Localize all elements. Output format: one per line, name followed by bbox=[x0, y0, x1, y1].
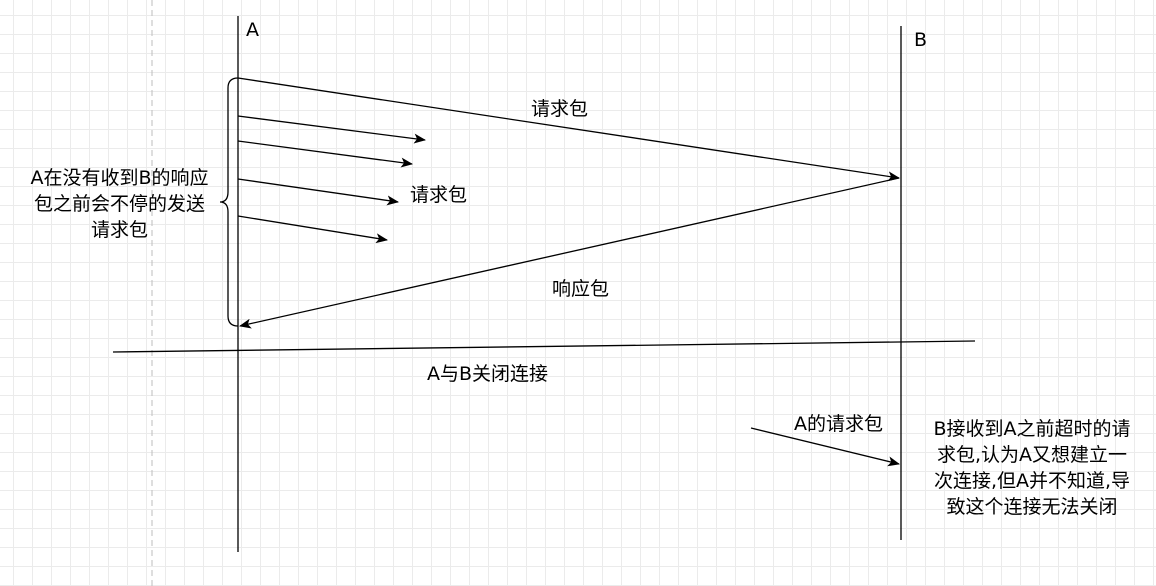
close-connection-label: A与B关闭连接 bbox=[427, 363, 549, 385]
node-a-label: A bbox=[246, 19, 259, 41]
right-note: B接收到A之前超时的请 求包,认为A又想建立一 次连接,但A并不知道,导 致这个… bbox=[933, 418, 1131, 518]
request-arrow-short-2 bbox=[237, 140, 413, 168]
request-arrow-short-3 bbox=[237, 178, 399, 206]
a-request-packet-label: A的请求包 bbox=[794, 413, 883, 435]
request-arrow-short-4 bbox=[237, 215, 388, 244]
node-b-label: B bbox=[914, 29, 928, 51]
close-line bbox=[112, 340, 976, 353]
response-packet-label: 响应包 bbox=[552, 278, 610, 300]
delayed-request-arrow bbox=[750, 427, 900, 467]
response-arrow bbox=[239, 177, 900, 329]
left-note: A在没有收到B的响应 包之前会不停的发送 请求包 bbox=[30, 167, 209, 241]
request-packet-label: 请求包 bbox=[531, 98, 589, 120]
request-arrow-long bbox=[237, 77, 900, 182]
request-arrow-short-1 bbox=[237, 115, 426, 144]
brace bbox=[219, 77, 239, 327]
request-packet-label-short: 请求包 bbox=[410, 184, 468, 206]
